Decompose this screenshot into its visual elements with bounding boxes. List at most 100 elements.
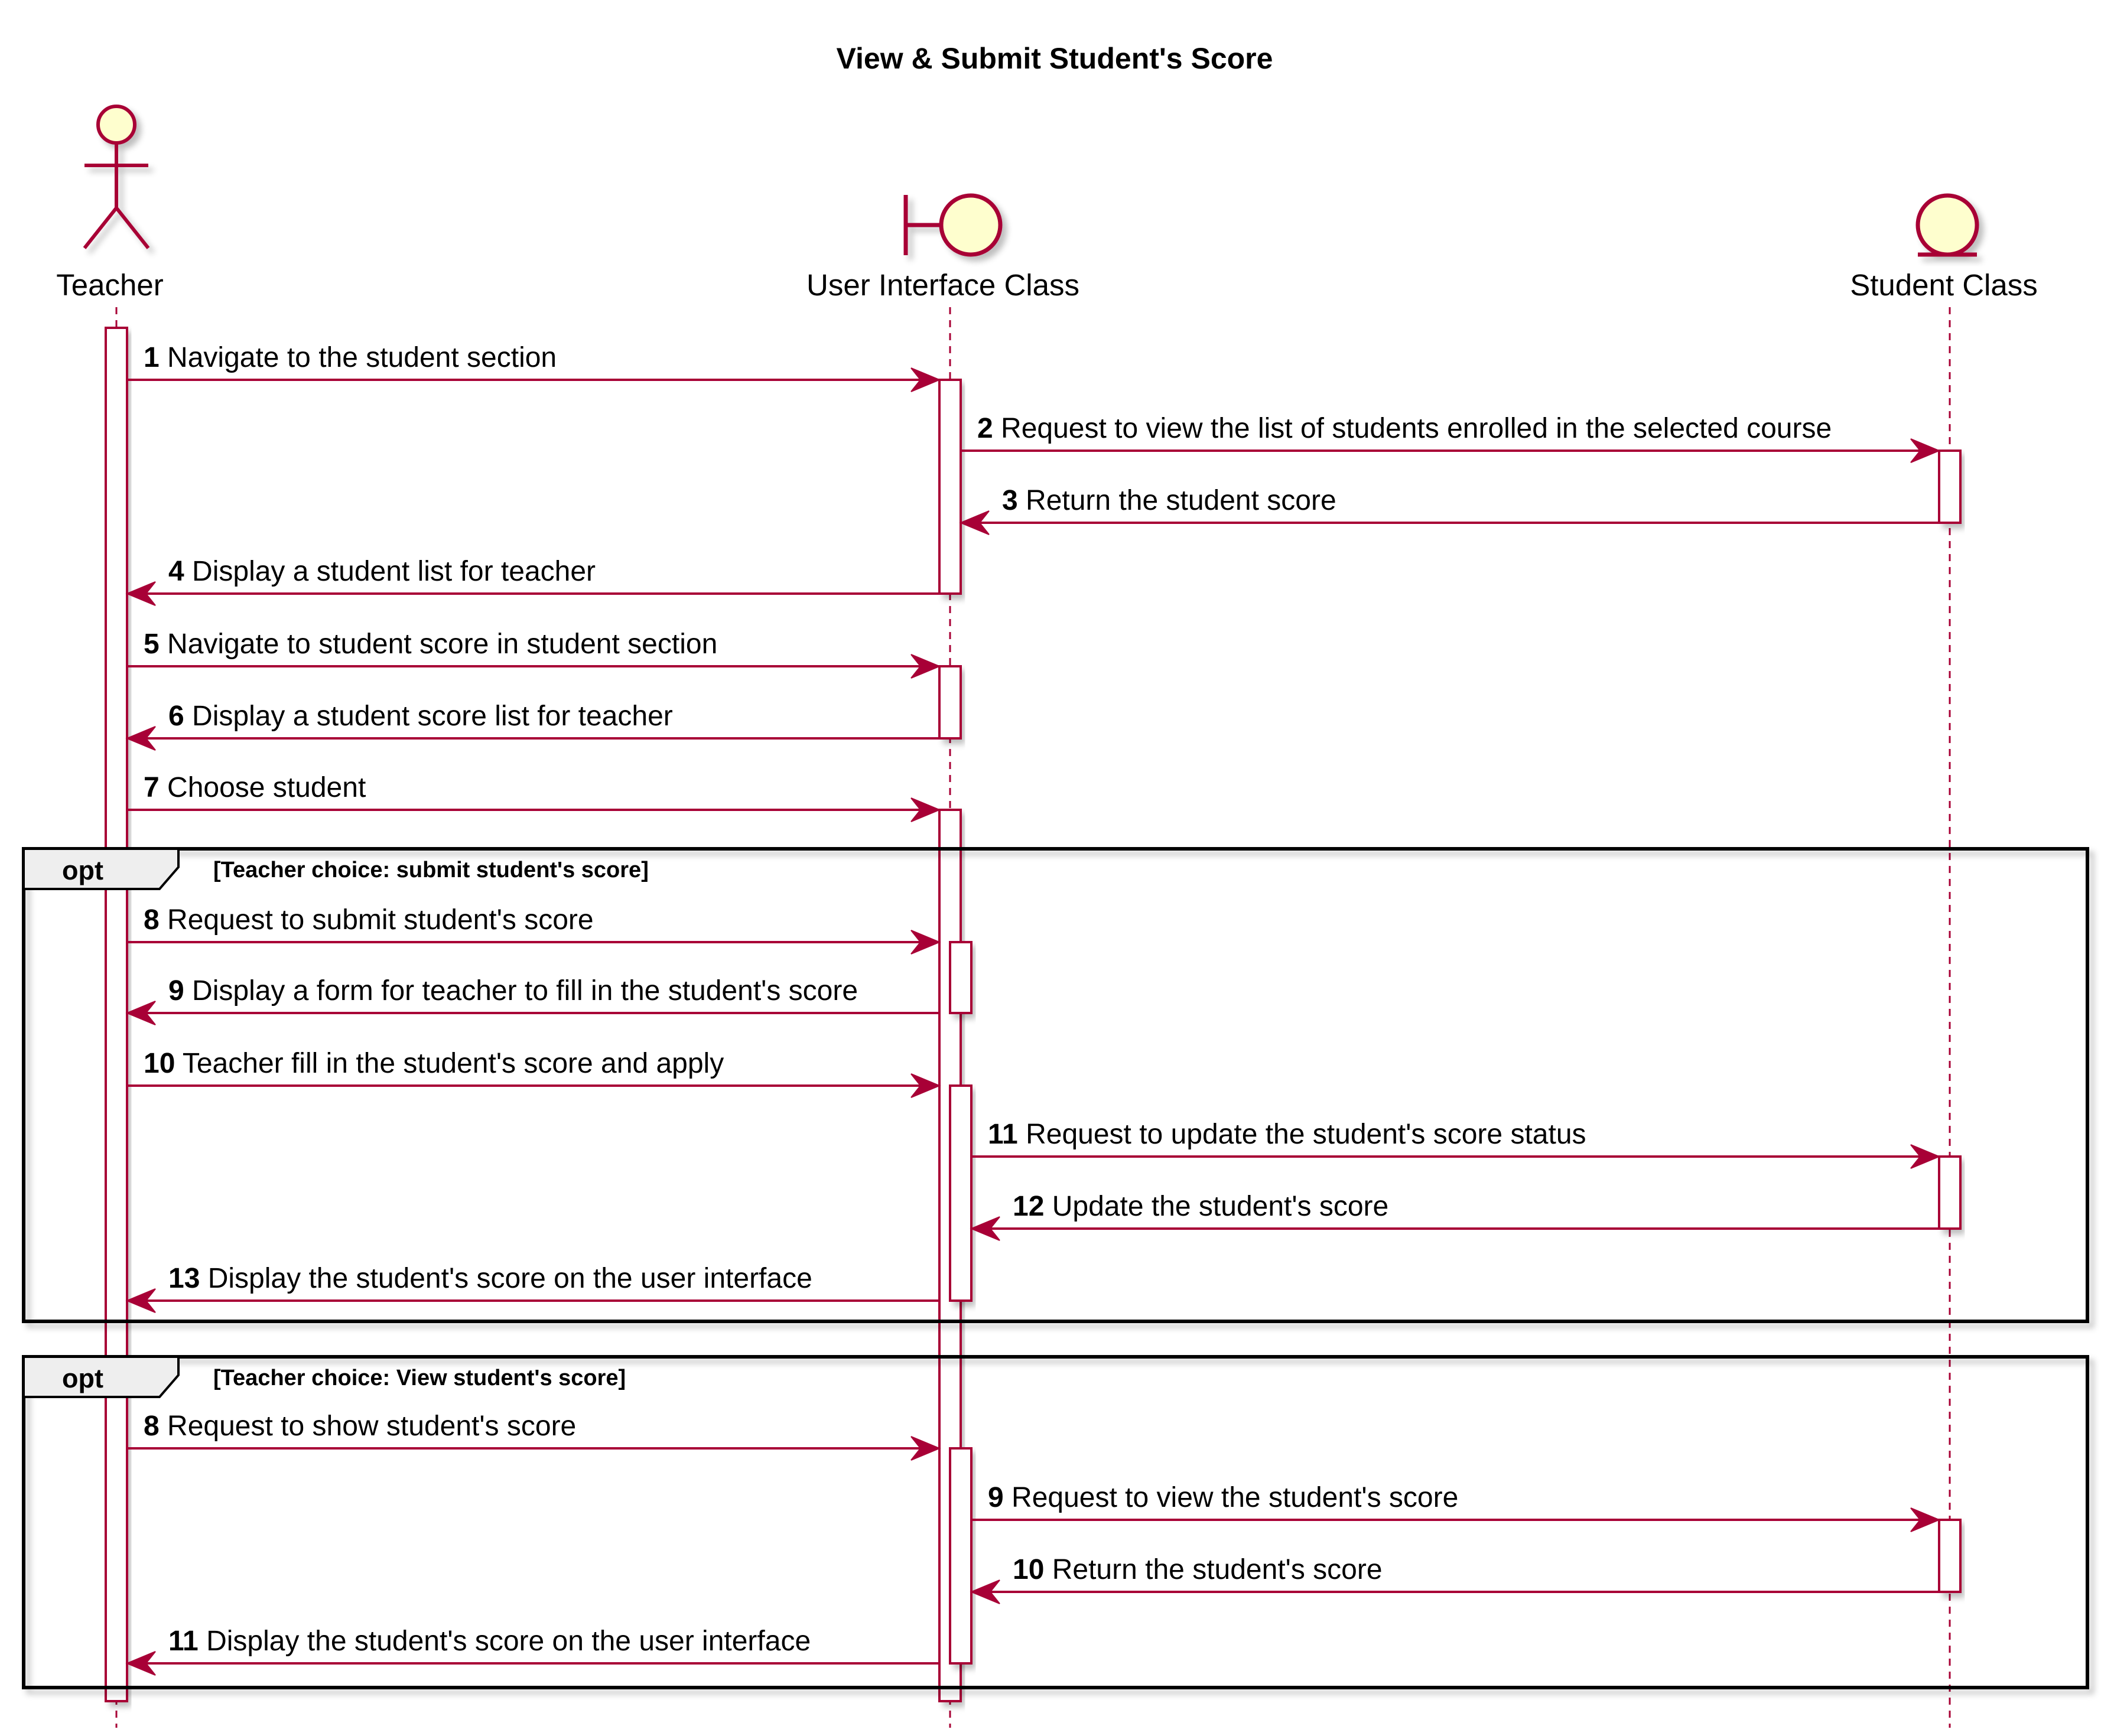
message-label: 4 Display a student list for teacher [168,556,596,587]
activation-bar [105,327,128,1702]
message-label: 8 Request to show student's score [144,1411,576,1442]
message-label: 5 Navigate to student score in student s… [144,628,717,660]
fragment-operator: opt [62,855,103,885]
opt-fragment-view: opt [Teacher choice: View student's scor… [22,1355,2089,1689]
diagram-title: View & Submit Student's Score [837,42,1273,75]
message-number: 11 [168,1626,199,1657]
message: 8 Request to show student's score [127,1411,941,1461]
message-number: 2 [977,413,993,444]
message-label: 10 Return the student's score [1013,1554,1383,1585]
message-number: 9 [168,975,184,1007]
arrowhead-icon [125,581,156,606]
activation-bar [938,379,962,595]
arrowhead-icon [125,726,156,751]
activation-bar [1938,1519,1962,1593]
arrowhead-icon [910,1073,941,1098]
message: 8 Request to submit student's score [127,904,941,955]
arrowhead-icon [910,797,941,822]
message-text: Display a student list for teacher [184,556,596,587]
message-label: 2 Request to view the list of students e… [977,413,1832,444]
arrowhead-icon [125,1651,156,1676]
arrowhead-icon [910,367,941,392]
message: 12 Update the student's score [970,1191,1939,1241]
activation-bar [949,1084,973,1302]
message-number: 8 [144,1411,160,1442]
opt-fragment-submit: opt [Teacher choice: submit student's sc… [22,847,2089,1323]
arrowhead-icon [910,1436,941,1461]
message-number: 6 [168,701,184,732]
message-number: 4 [168,556,184,587]
arrowhead-icon [910,654,941,679]
message: 10 Teacher fill in the student's score a… [127,1048,941,1098]
message-number: 10 [144,1048,175,1079]
arrowhead-icon [1910,438,1941,463]
actor-icon [83,105,150,249]
message-text: Navigate to student score in student sec… [160,628,718,660]
message-number: 13 [168,1263,200,1294]
message-text: Choose student [160,772,366,803]
message-number: 11 [988,1119,1018,1150]
message: 7 Choose student [127,772,941,822]
message-text: Navigate to the student section [160,342,557,373]
activation-bar [1938,1155,1962,1230]
participant-name-teacher: Teacher [56,268,163,302]
message-number: 5 [144,628,160,660]
boundary-icon [903,193,1003,257]
message: 3 Return the student score [959,485,1939,535]
message-label: 11 Request to update the student's score… [988,1119,1586,1150]
message-text: Request to submit student's score [160,904,594,936]
message-label: 12 Update the student's score [1013,1191,1388,1222]
activation-bars [105,327,1962,1702]
arrowhead-icon [1910,1507,1941,1532]
message-label: 7 Choose student [144,772,366,803]
message-text: Display a form for teacher to fill in th… [184,975,858,1007]
message-text: Display a student score list for teacher [184,701,673,732]
message-text: Request to view the student's score [1004,1482,1459,1513]
message-number: 10 [1013,1554,1044,1585]
message: 4 Display a student list for teacher [125,556,939,606]
message: 10 Return the student's score [970,1554,1939,1604]
arrowhead-icon [910,930,941,955]
message-label: 13 Display the student's score on the us… [168,1263,812,1294]
message-label: 11 Display the student's score on the us… [168,1626,811,1657]
message-label: 3 Return the student score [1002,485,1336,516]
activation-bar [949,941,973,1014]
arrowhead-icon [959,510,990,535]
message-text: Request to update the student's score st… [1018,1119,1586,1150]
message-label: 8 Request to submit student's score [144,904,594,936]
message-text: Update the student's score [1044,1191,1388,1222]
message: 9 Request to view the student's score [971,1482,1941,1532]
message-label: 6 Display a student score list for teach… [168,701,673,732]
message-number: 3 [1002,485,1018,516]
arrowhead-icon [125,1001,156,1025]
message: 13 Display the student's score on the us… [125,1263,939,1313]
activation-bar [938,665,962,740]
message: 5 Navigate to student score in student s… [127,628,941,679]
participant-name-student-class: Student Class [1850,268,2038,302]
fragment-guard: [Teacher choice: View student's score] [213,1366,626,1390]
message-label: 9 Request to view the student's score [988,1482,1458,1513]
message-text: Teacher fill in the student's score and … [175,1048,724,1079]
message: 11 Request to update the student's score… [971,1119,1941,1169]
fragment-operator: opt [62,1363,103,1393]
fragment-guard: [Teacher choice: submit student's score] [213,858,649,882]
message-text: Display the student's score on the user … [199,1626,811,1657]
message-number: 7 [144,772,160,803]
arrowhead-icon [970,1216,1000,1241]
message-text: Return the student's score [1044,1554,1382,1585]
message-label: 9 Display a form for teacher to fill in … [168,975,858,1007]
messages: 1 Navigate to the student section 2 Reque… [125,342,1941,1676]
activation-bar [949,1447,973,1665]
message-text: Display the student's score on the user … [200,1263,812,1294]
activation-bar [1938,450,1962,524]
message-text: Request to show student's score [160,1411,577,1442]
arrowhead-icon [125,1288,156,1313]
message: 6 Display a student score list for teach… [125,701,939,751]
message: 11 Display the student's score on the us… [125,1626,939,1676]
message-number: 9 [988,1482,1004,1513]
message-number: 1 [144,342,160,373]
arrowhead-icon [970,1579,1000,1604]
message-text: Return the student score [1018,485,1336,516]
